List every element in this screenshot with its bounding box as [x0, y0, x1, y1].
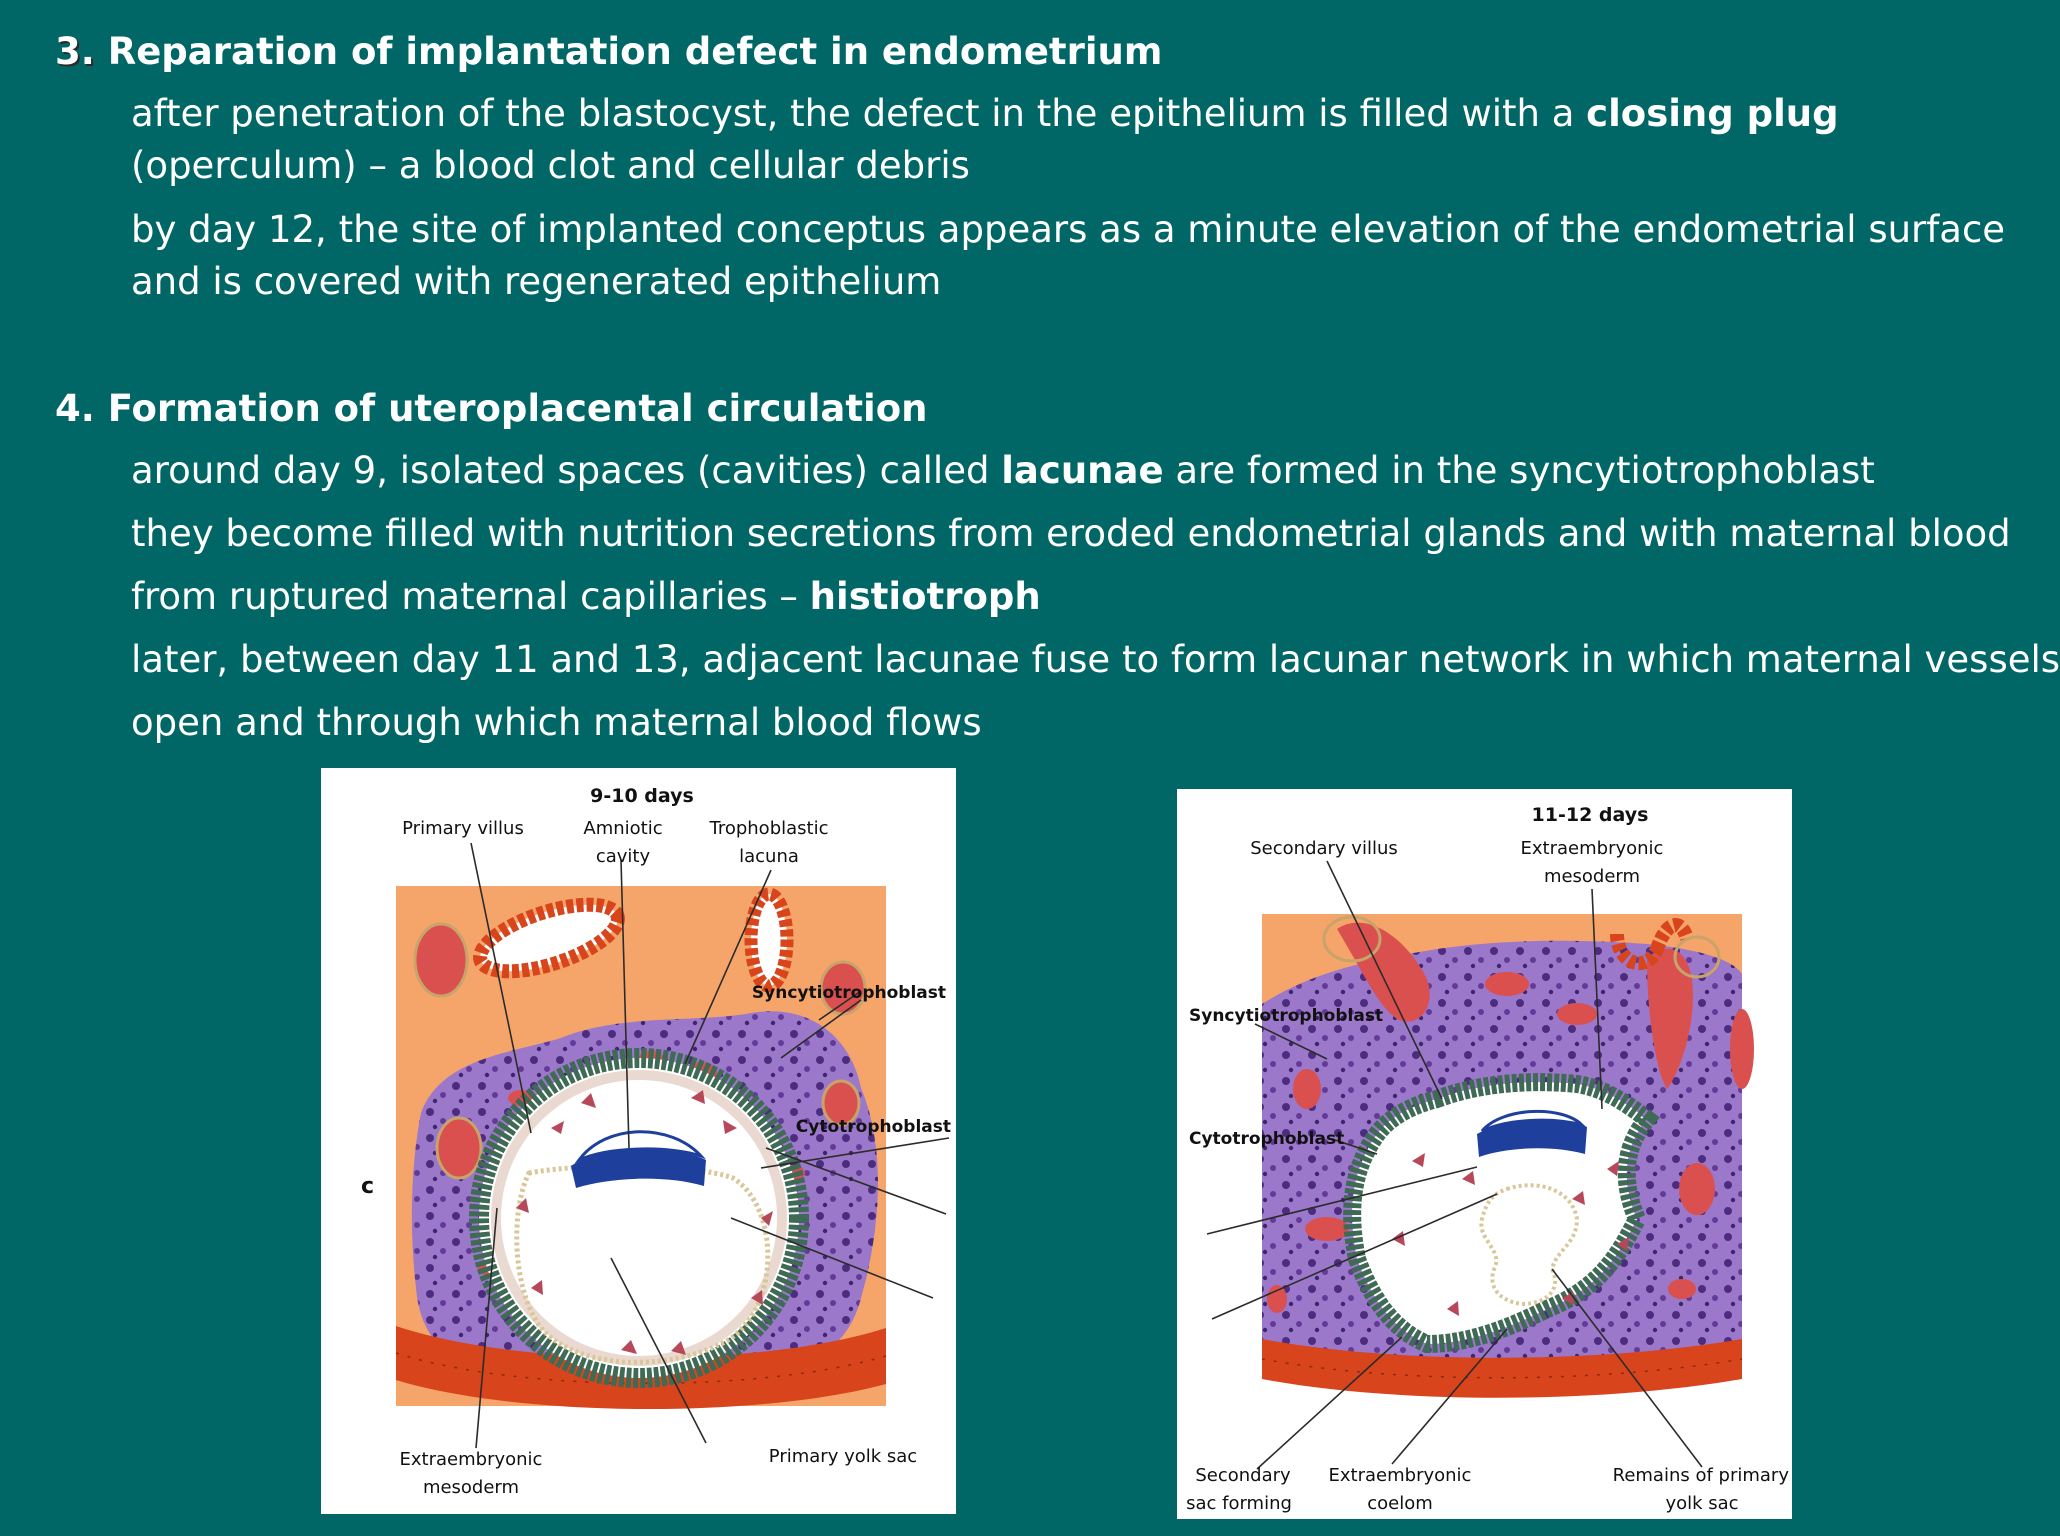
figure-11-12-days: 11-12 days Secondary villus Extraembryon… — [1177, 789, 1792, 1519]
extraembryonic-mesoderm — [491, 1070, 787, 1366]
panel-letter-c: c — [361, 1174, 374, 1199]
stage-label-9-10: 9-10 days — [590, 785, 694, 807]
section3-line-4: and is covered with regenerated epitheli… — [131, 260, 942, 303]
primary-yolk-sac — [514, 1163, 771, 1365]
section4-title: Formation of uteroplacental circulation — [107, 387, 928, 430]
section4-line-2: they become filled with nutrition secret… — [131, 512, 2011, 555]
section3-title: Reparation of implantation defect in end… — [107, 30, 1163, 73]
uterine-gland-r — [1610, 918, 1694, 971]
label-syncytiotrophoblast: Syncytiotrophoblast — [752, 983, 946, 1003]
section3-line-3: by day 12, the site of implanted concept… — [131, 208, 2006, 251]
amniotic-cavity-r — [1480, 1109, 1588, 1133]
maternal-vessel-left — [435, 1116, 483, 1180]
mesoderm-cells — [516, 1090, 773, 1355]
amniotic-cavity — [574, 1130, 706, 1164]
section3-number: 3. — [55, 30, 95, 73]
label-extraembryonic-mesoderm-r2: mesoderm — [1544, 866, 1640, 887]
figure-11-12-days-diagram: 11-12 days Secondary villus Extraembryon… — [1186, 804, 1790, 1514]
uterine-epithelium-basal-r — [1262, 1339, 1742, 1398]
embryonic-disc-blue-r — [1477, 1118, 1587, 1157]
maternal-vessel-right-lower — [821, 1079, 861, 1127]
label-amniotic-1: Amniotic — [583, 818, 662, 839]
section4-line-1: around day 9, isolated spaces (cavities)… — [131, 449, 1875, 492]
label-primary-yolk-sac: Primary yolk sac — [769, 1446, 917, 1467]
section4-line-3: from ruptured maternal capillaries – his… — [131, 575, 1041, 618]
label-secondary-sac-2: sac forming — [1186, 1493, 1292, 1514]
label-secondary-sac-1: Secondary — [1195, 1465, 1291, 1486]
label-troph-lacuna-1: Trophoblastic — [708, 818, 828, 839]
label-secondary-villus: Secondary villus — [1250, 838, 1398, 859]
label-troph-lacuna-2: lacuna — [739, 846, 799, 867]
uterine-gland-right — [744, 887, 794, 993]
leader-lines-9-10 — [470, 842, 950, 1449]
label-extraembryonic-mesoderm-r1: Extraembryonic — [1521, 838, 1664, 859]
label-syncytiotrophoblast-r: Syncytiotrophoblast — [1189, 1006, 1383, 1026]
stage-label-11-12: 11-12 days — [1532, 804, 1649, 826]
embryonic-disc-blue — [571, 1148, 706, 1188]
label-primary-villus: Primary villus — [402, 818, 524, 839]
section3-heading: 3. Reparation of implantation defect in … — [55, 30, 1162, 73]
section3-line-2: (operculum) – a blood clot and cellular … — [131, 144, 970, 187]
maternal-vessel — [413, 922, 469, 998]
leader-lines-11-12 — [1206, 860, 1703, 1470]
label-extraembryonic-coelom-2: coelom — [1367, 1493, 1433, 1514]
uterine-gland — [473, 897, 625, 979]
label-amniotic-2: cavity — [596, 846, 651, 867]
label-remains-yolk-2: yolk sac — [1665, 1493, 1738, 1514]
label-extraembryonic-mesoderm-1: Extraembryonic — [400, 1449, 543, 1470]
label-extraembryonic-mesoderm-2: mesoderm — [423, 1477, 519, 1498]
remains-primary-yolk-sac-shape — [1479, 1183, 1580, 1307]
section3-line-1: after penetration of the blastocyst, the… — [131, 92, 1839, 135]
section4-number: 4. — [55, 387, 95, 430]
figure-9-10-days: 9-10 days Primary villus Amniotic cavity… — [321, 768, 956, 1514]
label-cytotrophoblast: Cytotrophoblast — [796, 1117, 951, 1137]
section4-heading: 4. Formation of uteroplacental circulati… — [55, 387, 928, 430]
section4-line-5: open and through which maternal blood fl… — [131, 701, 982, 744]
figure-9-10-days-diagram: 9-10 days Primary villus Amniotic cavity… — [361, 785, 951, 1498]
label-remains-yolk-1: Remains of primary — [1613, 1465, 1790, 1486]
label-cytotrophoblast-r: Cytotrophoblast — [1189, 1129, 1344, 1149]
section4-line-4: later, between day 11 and 13, adjacent l… — [131, 638, 2060, 681]
label-extraembryonic-coelom-1: Extraembryonic — [1329, 1465, 1472, 1486]
lacunar-network — [1267, 922, 1754, 1313]
